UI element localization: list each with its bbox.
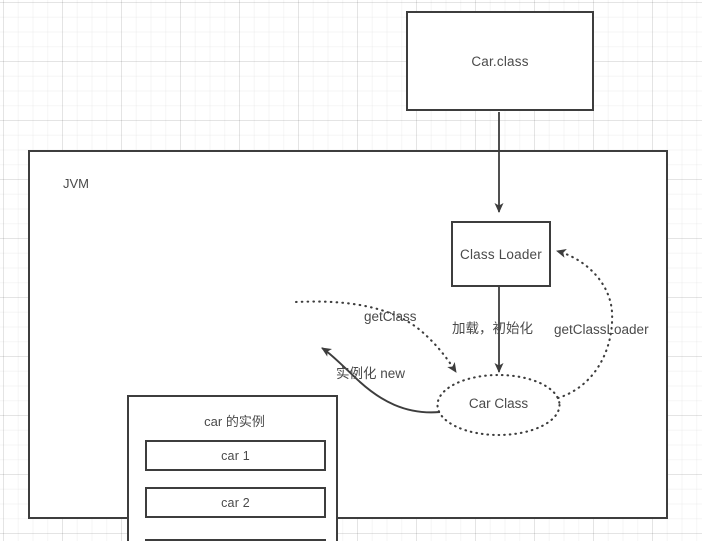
node-car-instance-2[interactable]: car 2 (145, 487, 326, 518)
edge-label-get-class-loader: getClassLoader (554, 322, 649, 337)
edge-car-class-to-loader (555, 249, 614, 400)
node-instances-group[interactable]: car 的实例 car 1 car 2 car 3 (127, 395, 338, 541)
node-car-class-file-label: Car.class (471, 53, 529, 69)
edge-car1-to-car-class (294, 300, 458, 374)
edge-label-get-class: getClass (364, 309, 417, 324)
edge-car-class-to-instances (321, 347, 441, 414)
node-car-instance-1-label: car 1 (221, 448, 250, 463)
node-jvm-container[interactable]: JVM car 的实例 car 1 car 2 car 3 Class Load… (28, 150, 668, 541)
node-car-instance-3[interactable]: car 3 (145, 539, 326, 541)
node-class-loader-label: Class Loader (460, 246, 542, 262)
node-jvm-label: JVM (63, 176, 89, 191)
node-class-loader[interactable]: Class Loader (451, 221, 551, 287)
edge-label-load-init: 加载，初始化 (452, 321, 533, 336)
node-car-class-ellipse[interactable] (436, 373, 561, 437)
node-car-class-label: Car Class (468, 396, 529, 411)
node-car-instance-1[interactable]: car 1 (145, 440, 326, 471)
node-car-class-file[interactable]: Car.class (406, 11, 594, 111)
edge-label-instantiate-new: 实例化 new (336, 366, 406, 381)
node-car-instance-2-label: car 2 (221, 495, 250, 510)
node-instances-group-label: car 的实例 (204, 414, 265, 429)
